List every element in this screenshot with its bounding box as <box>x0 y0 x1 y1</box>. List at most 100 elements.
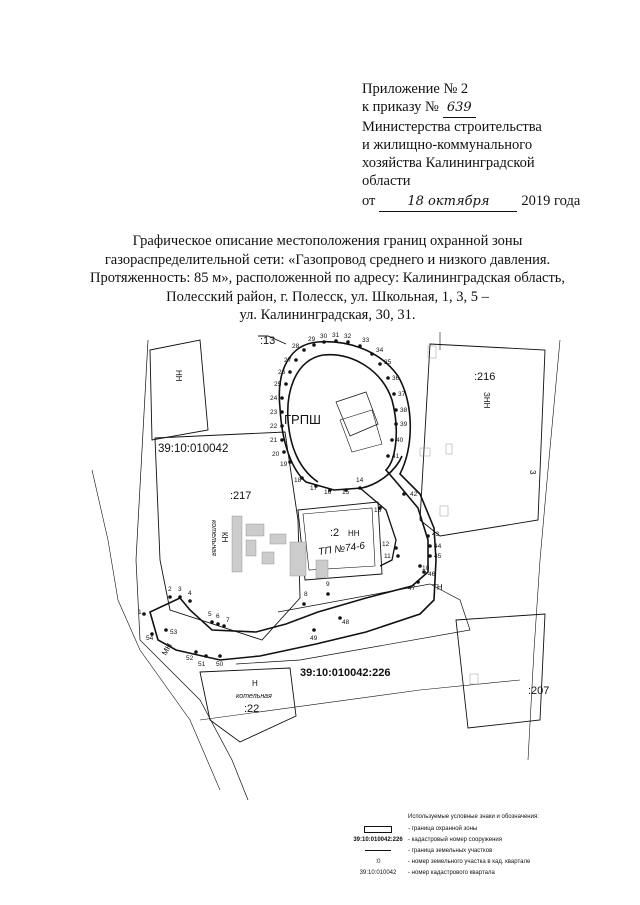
boundary-point-label-45: 45 <box>434 553 442 560</box>
boundary-point-40 <box>390 438 394 442</box>
boundary-point-label-3: 3 <box>178 586 182 593</box>
boundary-point-46 <box>422 570 426 574</box>
boundary-point-label-20: 20 <box>272 451 280 458</box>
boundary-point-label-17: 17 <box>310 485 318 492</box>
legend-text-parcel-border: - граница земельных участков <box>408 848 493 854</box>
boundary-point-label-21: 21 <box>270 437 278 444</box>
boundary-point-16 <box>328 488 332 492</box>
legend-item-zone: - граница охранной зоны <box>352 825 582 836</box>
road-edge-left-2 <box>91 469 221 791</box>
boundary-point-35 <box>378 362 382 366</box>
boundary-point-label-4: 4 <box>188 590 192 597</box>
boundary-point-label-24: 24 <box>270 395 278 402</box>
zone-label-kn-217: КН <box>220 532 229 543</box>
legend-text-structure: - кадастровый номер сооружения <box>408 837 502 843</box>
boundary-point-label-14: 14 <box>356 477 364 484</box>
boundary-point-45 <box>428 554 432 558</box>
grps-label: ГРПШ <box>284 412 321 427</box>
zone-label-n-22: Н <box>252 679 258 688</box>
boundary-point-37 <box>392 392 396 396</box>
boundary-point-label-50: 50 <box>216 661 224 668</box>
legend-header-row: Используемые условные знаки и обозначени… <box>352 814 582 825</box>
boundary-point-label-36: 36 <box>392 375 400 382</box>
boundary-point-44 <box>428 544 432 548</box>
zone-label-kotelnaya-22: котельная <box>236 693 272 700</box>
boundary-point-label-48: 48 <box>342 619 350 626</box>
boundary-point-41 <box>386 454 390 458</box>
boundary-point-31 <box>334 339 338 343</box>
boundary-point-label-28: 28 <box>292 343 300 350</box>
boundary-point-4 <box>188 599 192 603</box>
parcel-label-13: :13 <box>260 335 275 347</box>
boundary-point-49 <box>312 628 316 632</box>
boundary-point-21 <box>280 438 284 442</box>
road-edge-bottom <box>199 679 521 721</box>
boundary-point-label-47: 47 <box>408 585 416 592</box>
road-edge-left <box>135 339 249 801</box>
appendix-ministry-line3: хозяйства Калининградской <box>362 155 535 171</box>
boundary-point-42 <box>402 492 406 496</box>
boundary-point-11 <box>396 554 400 558</box>
boundary-point-6 <box>216 622 220 626</box>
parcel-label-207: :207 <box>528 685 549 697</box>
legend-item-parcel-border: - граница земельных участков <box>352 847 582 858</box>
boundary-point-label-32: 32 <box>344 333 352 340</box>
boundary-point-51 <box>204 654 208 658</box>
boundary-point-label-19: 19 <box>280 461 288 468</box>
boundary-point-13 <box>378 506 382 510</box>
boundary-point-label-40: 40 <box>396 437 404 444</box>
boundary-point-12 <box>394 546 398 550</box>
boundary-point-label-42: 42 <box>410 491 418 498</box>
boundary-point-47 <box>416 580 420 584</box>
zone-label-nn-top: НН <box>174 370 183 382</box>
boundary-point-18 <box>300 476 304 480</box>
boundary-point-2 <box>168 595 172 599</box>
title-line-4: Полесский район, г. Полесск, ул. Школьна… <box>166 288 489 305</box>
legend-symbol-structure: 39:10:010042:226 <box>353 837 403 843</box>
boundary-point-3 <box>178 595 182 599</box>
boundary-point-label-52: 52 <box>186 655 194 662</box>
zone-label-znn: ЗНН <box>482 392 491 409</box>
legend-header: Используемые условные знаки и обозначени… <box>408 814 539 820</box>
parcel-boundary-2-inner <box>302 507 376 571</box>
boundary-point-23 <box>280 410 284 414</box>
parcel-boundary-nn <box>149 339 209 441</box>
boundary-point-label-31: 31 <box>332 332 340 339</box>
boundary-point-24 <box>280 396 284 400</box>
boundary-point-7 <box>222 624 226 628</box>
grps-building <box>335 391 379 437</box>
boundary-point-label-12: 12 <box>382 541 390 548</box>
date-prefix: от <box>362 193 376 209</box>
boundary-point-5 <box>210 620 214 624</box>
boundary-point-label-11: 11 <box>384 553 391 560</box>
boundary-point-1 <box>142 612 146 616</box>
boundary-point-label-15: 15 <box>342 489 350 496</box>
parcel-boundary-13 <box>258 335 287 345</box>
boundary-point-label-7: 7 <box>226 617 230 624</box>
tp-label: ТП №74-6 <box>318 541 366 558</box>
boundary-point-25 <box>284 382 288 386</box>
boundary-point-9 <box>326 592 330 596</box>
boundary-point-15 <box>344 488 348 492</box>
boundary-point-53 <box>164 628 168 632</box>
boundary-point-43 <box>426 534 430 538</box>
boundary-point-label-1: 1 <box>138 609 142 616</box>
quarter-label: 39:10:010042 <box>158 443 228 455</box>
boundary-point-label-29: 29 <box>308 336 316 343</box>
boundary-point-38 <box>394 408 398 412</box>
boundary-point-17 <box>314 484 318 488</box>
boundary-point-label-9: 9 <box>326 581 330 588</box>
boundary-point-29 <box>312 343 316 347</box>
parcel-label-22: :22 <box>244 703 259 715</box>
legend-text-quarter: - номер кадастрового квартала <box>408 870 495 876</box>
boundary-point-label-38: 38 <box>400 407 408 414</box>
legend-symbol-parcel-border <box>352 847 404 856</box>
boundary-point-39 <box>394 422 398 426</box>
grps-building-2 <box>339 409 383 453</box>
boundary-point-22 <box>280 424 284 428</box>
road-edge-right <box>527 339 561 761</box>
boundary-point-label-25: 25 <box>274 381 282 388</box>
boundary-point-27 <box>294 358 298 362</box>
boundary-point-30 <box>322 340 326 344</box>
boundary-point-28 <box>302 348 306 352</box>
